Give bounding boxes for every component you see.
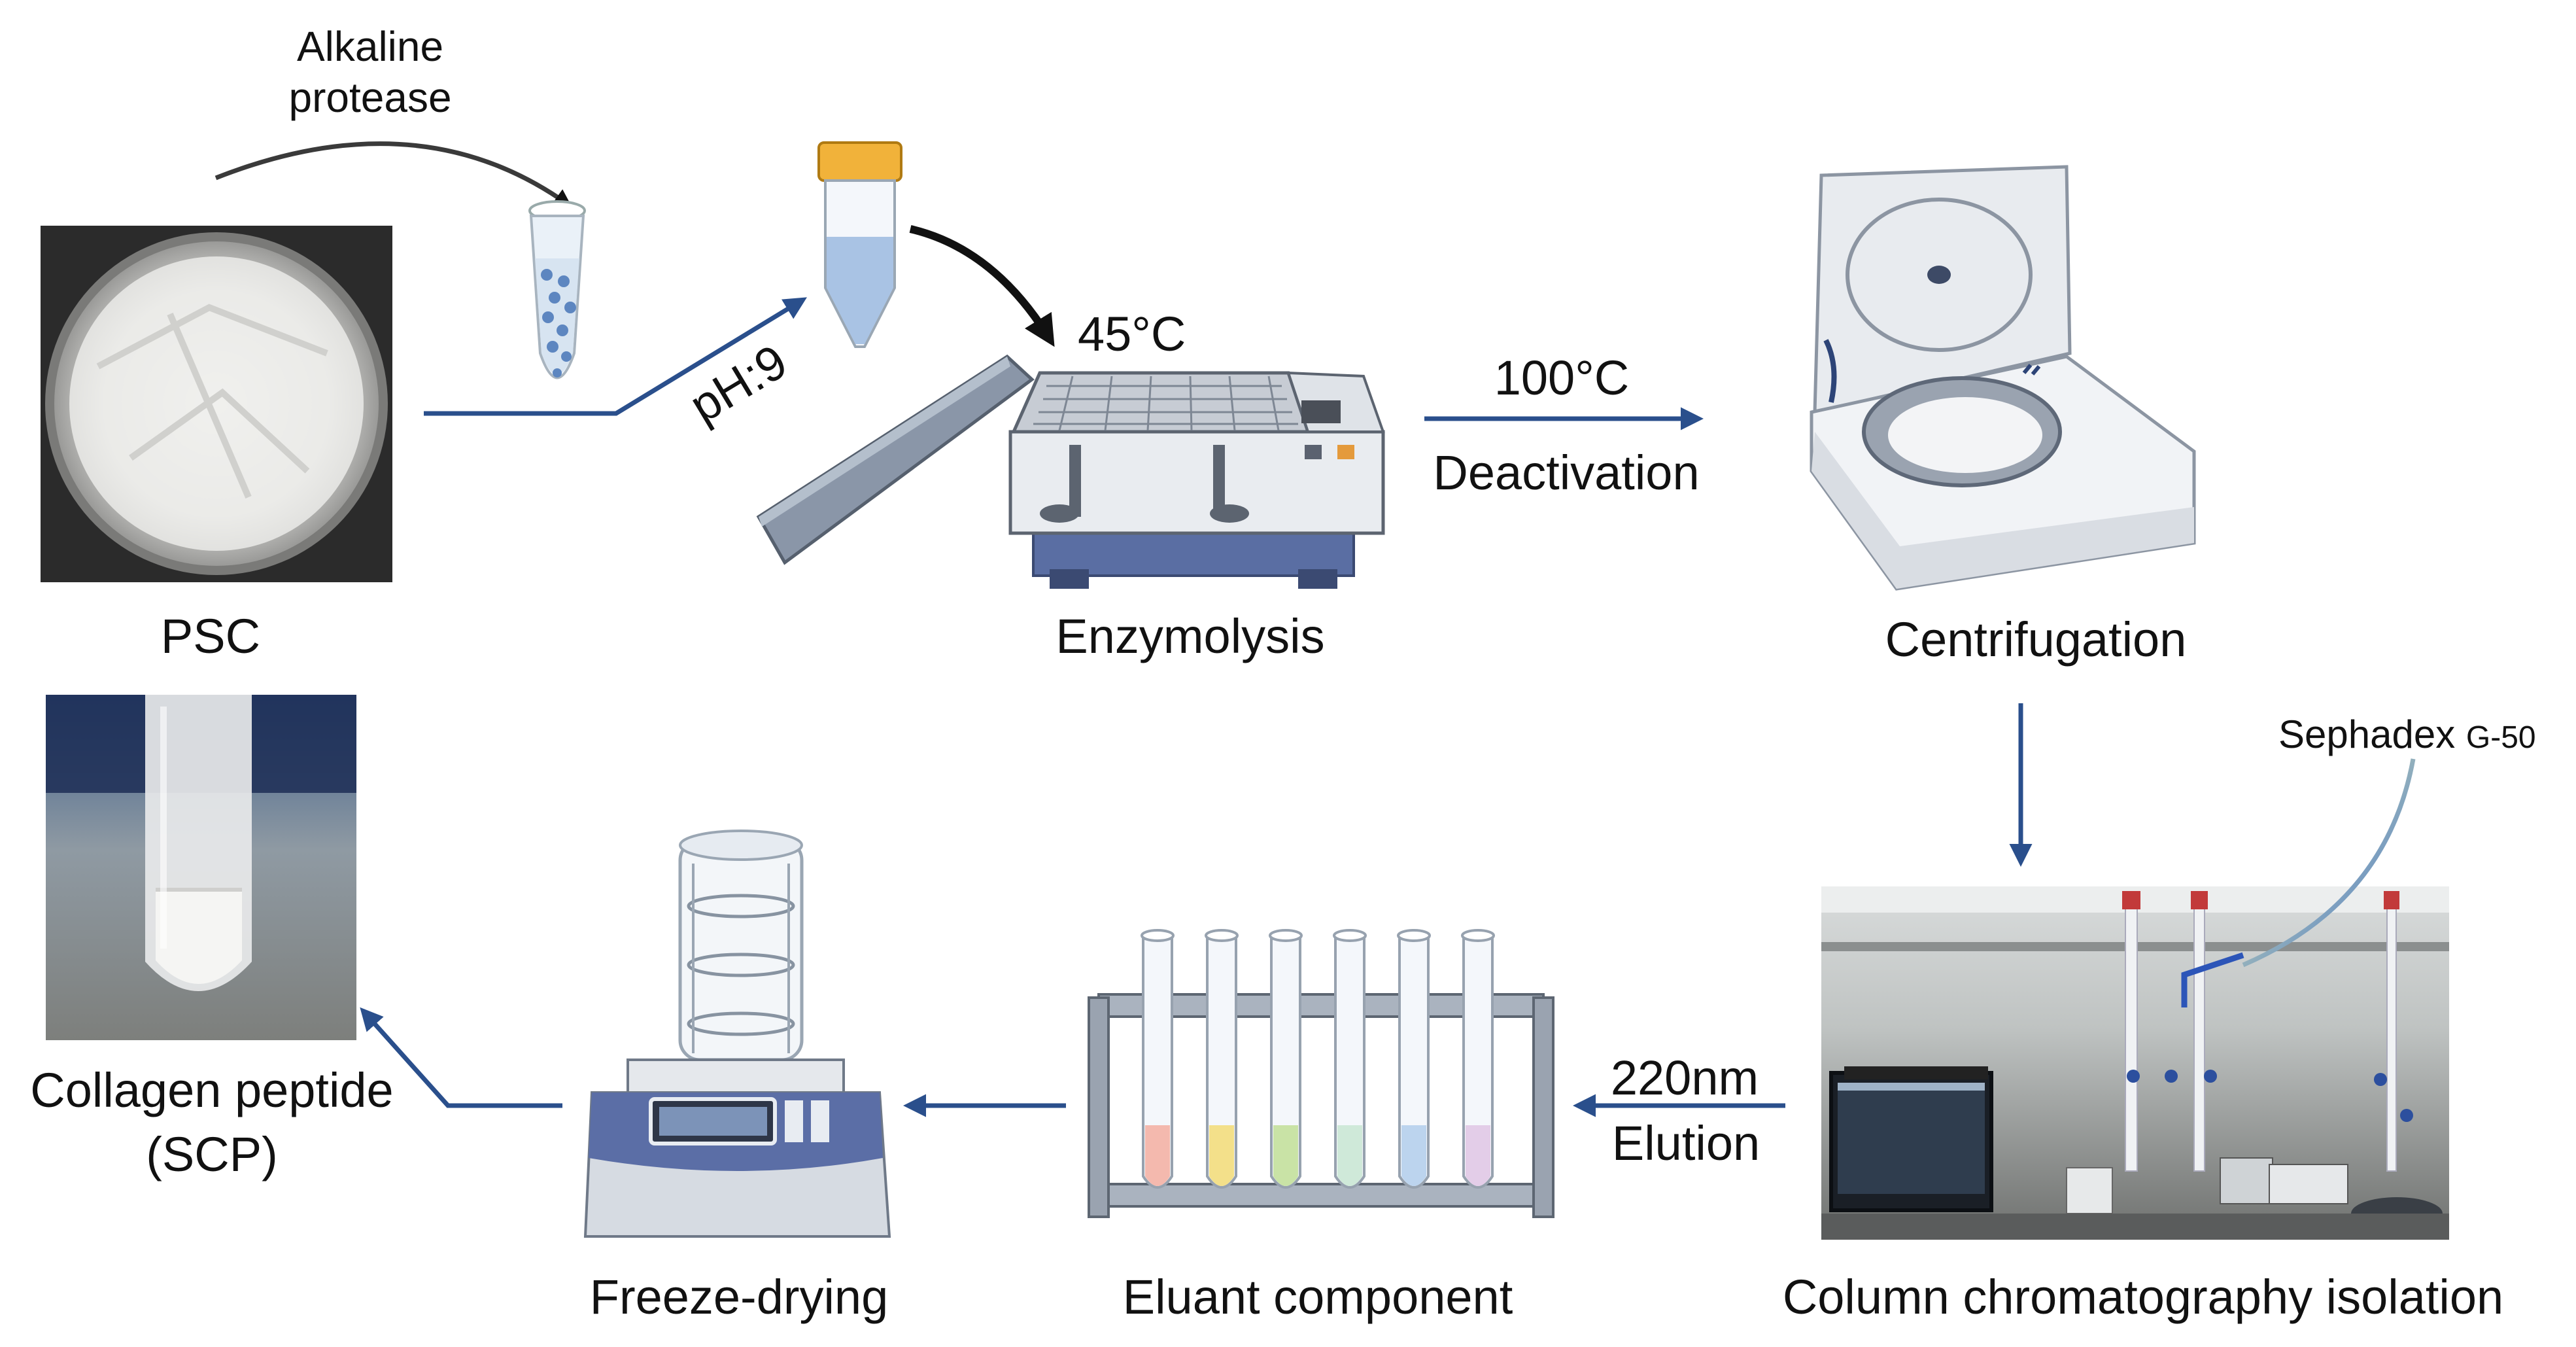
tube-liquid <box>1145 1125 1170 1186</box>
enzyme-label-line1: Alkaline <box>296 23 444 70</box>
test-tube-6 <box>1461 929 1495 1189</box>
enzyme-arrow <box>215 141 572 207</box>
product-label-line1: Collagen peptide <box>30 1063 394 1117</box>
column-chromatography-label: Column chromatography isolation <box>1782 1270 2504 1324</box>
to-product-arrow <box>360 1007 562 1108</box>
psc-label: PSC <box>160 609 261 663</box>
enzymolysis-label: Enzymolysis <box>1056 609 1325 663</box>
sephadex-label-main: Sephadex <box>2278 712 2456 756</box>
deactivation-label: Deactivation <box>1433 446 1700 500</box>
enzyme-tube-icon <box>528 200 586 379</box>
elution-label: Elution <box>1611 1116 1760 1170</box>
test-tube-3 <box>1269 929 1303 1189</box>
tube-liquid <box>1466 1125 1490 1186</box>
centrifuge-icon <box>1810 165 2196 591</box>
sephadex-pointer <box>2242 758 2416 968</box>
shaking-incubator-icon <box>756 354 1385 589</box>
freeze-dryer-icon <box>583 830 891 1238</box>
product-label: Collagen peptide (SCP) <box>30 1058 393 1187</box>
sephadex-label: Sephadex G-50 <box>2278 712 2536 757</box>
collagen-peptide-photo <box>46 695 356 1040</box>
enzyme-label: Alkaline protease <box>288 21 451 123</box>
freeze-drying-label: Freeze-drying <box>589 1270 889 1324</box>
column-chromatography-photo <box>1821 886 2449 1240</box>
test-tube-5 <box>1397 929 1431 1189</box>
wavelength-label: 220nm <box>1610 1051 1759 1105</box>
test-tube-rack-icon <box>1088 929 1554 1218</box>
sephadex-label-model: G-50 <box>2465 720 2536 755</box>
eluant-component-label: Eluant component <box>1122 1270 1513 1324</box>
to-incubator-arrow <box>909 225 1055 347</box>
ph-adjust-arrow <box>424 297 807 416</box>
tube-liquid <box>1273 1125 1298 1186</box>
product-label-line2: (SCP) <box>146 1127 278 1181</box>
tube-liquid <box>1337 1125 1362 1186</box>
centrifugation-label: Centrifugation <box>1885 612 2187 667</box>
enzyme-label-line2: protease <box>288 74 452 121</box>
tube-liquid <box>1209 1125 1234 1186</box>
psc-petri-dish-photo <box>41 226 392 582</box>
test-tube-4 <box>1333 929 1367 1189</box>
test-tube-1 <box>1141 929 1175 1189</box>
test-tube-2 <box>1205 929 1239 1189</box>
deactivation-temp-label: 100°C <box>1494 351 1630 405</box>
sephadex-pointer-tip <box>2181 952 2244 1007</box>
falcon-tube-icon <box>817 141 902 348</box>
temperature-label: 45°C <box>1078 307 1186 361</box>
tube-liquid <box>1401 1125 1426 1186</box>
